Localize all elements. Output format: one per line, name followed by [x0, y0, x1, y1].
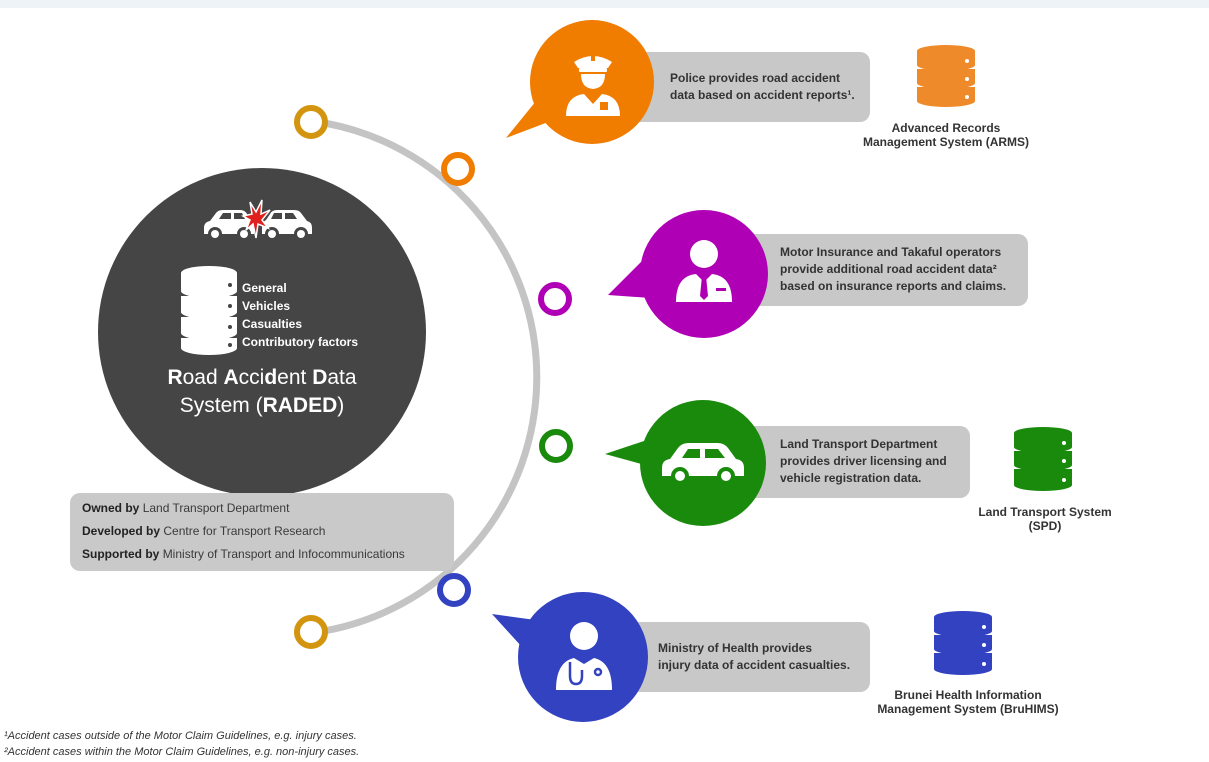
car-icon	[662, 443, 744, 485]
police-officer-icon	[566, 56, 620, 116]
hub-category: Contributory factors	[242, 335, 359, 349]
doctor-icon	[556, 622, 612, 690]
insurance-info-box: Motor Insurance and Takaful operators pr…	[730, 234, 1028, 306]
police-info-box: Police provides road accident data based…	[626, 52, 870, 122]
transport-info-line: Land Transport Department	[780, 437, 938, 451]
hub-title-line1: Road Accident Data	[167, 366, 357, 389]
spd-system-label: Land Transport System (SPD)	[978, 505, 1112, 533]
transport-info-box: Land Transport Department provides drive…	[730, 426, 970, 498]
bruhims-database-icon	[934, 611, 992, 675]
spd-database-icon	[1014, 427, 1072, 491]
transport-info-line: provides driver licensing and	[780, 454, 947, 468]
footnote-2: ²Accident cases within the Motor Claim G…	[4, 746, 360, 758]
hub-category: General	[242, 281, 287, 295]
arc-end-ring-bottom	[294, 615, 328, 649]
ownership-row: Supported by Ministry of Transport and I…	[82, 547, 405, 561]
insurance-info-line: based on insurance reports and claims.	[780, 279, 1007, 293]
ownership-row: Owned by Land Transport Department	[82, 501, 290, 515]
police-info-line: Police provides road accident	[670, 71, 841, 85]
transport-info-line: vehicle registration data.	[780, 471, 922, 485]
arms-database-icon	[917, 45, 975, 107]
insurance-info-line: Motor Insurance and Takaful operators	[780, 245, 1002, 259]
hub-category: Vehicles	[242, 299, 291, 313]
health-info-line: Ministry of Health provides	[658, 641, 813, 655]
hub-category-list: General Vehicles Casualties Contributory…	[242, 279, 358, 351]
arc-path	[317, 118, 541, 636]
ownership-box: Owned by Land Transport Department Devel…	[70, 493, 454, 571]
insurance-info-line: provide additional road accident data²	[780, 262, 997, 276]
businessman-icon	[676, 240, 732, 302]
health-bubble	[518, 592, 648, 722]
health-info-line: injury data of accident casualties.	[658, 658, 851, 672]
database-icon	[181, 266, 237, 355]
arc-end-ring-top	[294, 105, 328, 139]
health-info-box: Ministry of Health provides injury data …	[612, 622, 870, 692]
insurance-bubble	[640, 210, 768, 338]
hub-category: Casualties	[242, 317, 303, 331]
arms-system-label: Advanced Records Management System (ARMS…	[862, 121, 1030, 149]
arc-ring-health	[437, 573, 471, 607]
arc-ring-police	[441, 152, 475, 186]
car-crash-icon	[204, 199, 312, 241]
footnote-1: ¹Accident cases outside of the Motor Cla…	[4, 730, 357, 742]
ownership-row: Developed by Centre for Transport Resear…	[82, 524, 326, 538]
arc-ring-insurance	[538, 282, 572, 316]
hub-title-line2: System (RADED)	[179, 394, 345, 417]
bruhims-system-label: Brunei Health Information Management Sys…	[877, 688, 1059, 716]
police-info-line: data based on accident reports¹.	[670, 88, 855, 102]
top-strip	[0, 0, 1209, 8]
hub-title: Road Accident Data System (RADED)	[120, 364, 404, 420]
arc-ring-transport	[539, 429, 573, 463]
